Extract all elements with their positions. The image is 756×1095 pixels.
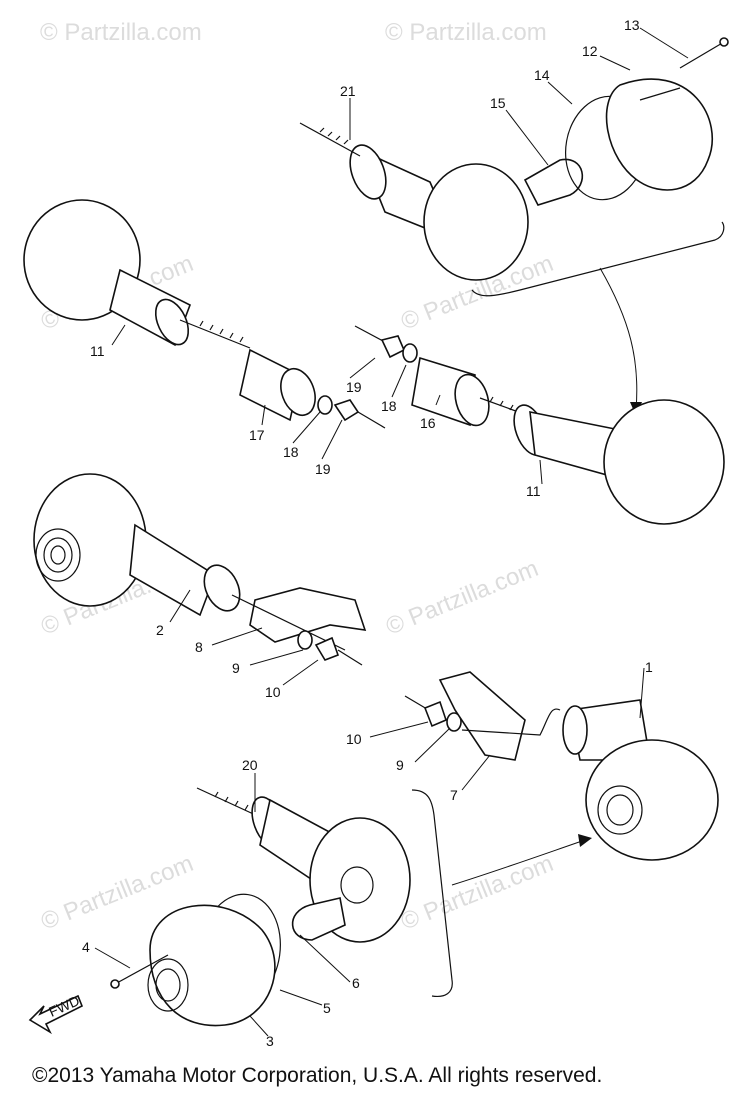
callout-numbers: 13 12 14 15 21 11 19 18 16 17 18 19 11 2… bbox=[82, 17, 653, 1049]
callout-21: 21 bbox=[340, 83, 356, 99]
callout-1: 1 bbox=[645, 659, 653, 675]
assembly-arrow bbox=[599, 267, 638, 411]
fwd-arrow: FWD bbox=[28, 992, 84, 1035]
callout-15: 15 bbox=[490, 95, 506, 111]
callout-7: 7 bbox=[450, 787, 458, 803]
arrow-head bbox=[578, 834, 592, 847]
callout-2: 2 bbox=[156, 622, 164, 638]
callout-3: 3 bbox=[266, 1033, 274, 1049]
assembly-arrow bbox=[451, 839, 586, 886]
callout-14: 14 bbox=[534, 67, 550, 83]
callout-20: 20 bbox=[242, 757, 258, 773]
callout-6: 6 bbox=[352, 975, 360, 991]
callout-10-right: 10 bbox=[346, 731, 362, 747]
callout-19-upper: 19 bbox=[346, 379, 362, 395]
group-bracket bbox=[471, 221, 725, 297]
callout-9-middle: 9 bbox=[232, 660, 240, 676]
middle-right-signal bbox=[404, 671, 719, 861]
callout-18-upper: 18 bbox=[381, 398, 397, 414]
watermark-text: © Partzilla.com bbox=[40, 19, 202, 46]
watermark-text: © Partzilla.com bbox=[385, 19, 547, 46]
callout-19-lower: 19 bbox=[315, 461, 331, 477]
upper-right-signal-assembly bbox=[299, 37, 729, 281]
leader-lines bbox=[94, 27, 689, 1037]
callout-4: 4 bbox=[82, 939, 90, 955]
callout-8: 8 bbox=[195, 639, 203, 655]
copyright-notice: ©2013 Yamaha Motor Corporation, U.S.A. A… bbox=[32, 1064, 603, 1087]
upper-left-signal bbox=[23, 199, 386, 429]
callout-16: 16 bbox=[420, 415, 436, 431]
callout-12: 12 bbox=[582, 43, 598, 59]
callout-5: 5 bbox=[323, 1000, 331, 1016]
middle-left-signal bbox=[33, 473, 367, 666]
upper-right-signal bbox=[354, 325, 725, 525]
callout-18-lower: 18 bbox=[283, 444, 299, 460]
callout-11-left: 11 bbox=[90, 343, 105, 359]
group-bracket bbox=[411, 789, 453, 998]
callout-11-right: 11 bbox=[526, 483, 541, 499]
watermark-text: © Partzilla.com bbox=[382, 555, 542, 641]
callout-17: 17 bbox=[249, 427, 265, 443]
callout-13: 13 bbox=[624, 17, 640, 33]
lower-signal bbox=[110, 787, 411, 1027]
callout-10-middle: 10 bbox=[265, 684, 281, 700]
watermarks: © Partzilla.com © Partzilla.com © Partzi… bbox=[37, 19, 557, 936]
callout-9-right: 9 bbox=[396, 757, 404, 773]
watermark-text: © Partzilla.com bbox=[397, 850, 557, 936]
